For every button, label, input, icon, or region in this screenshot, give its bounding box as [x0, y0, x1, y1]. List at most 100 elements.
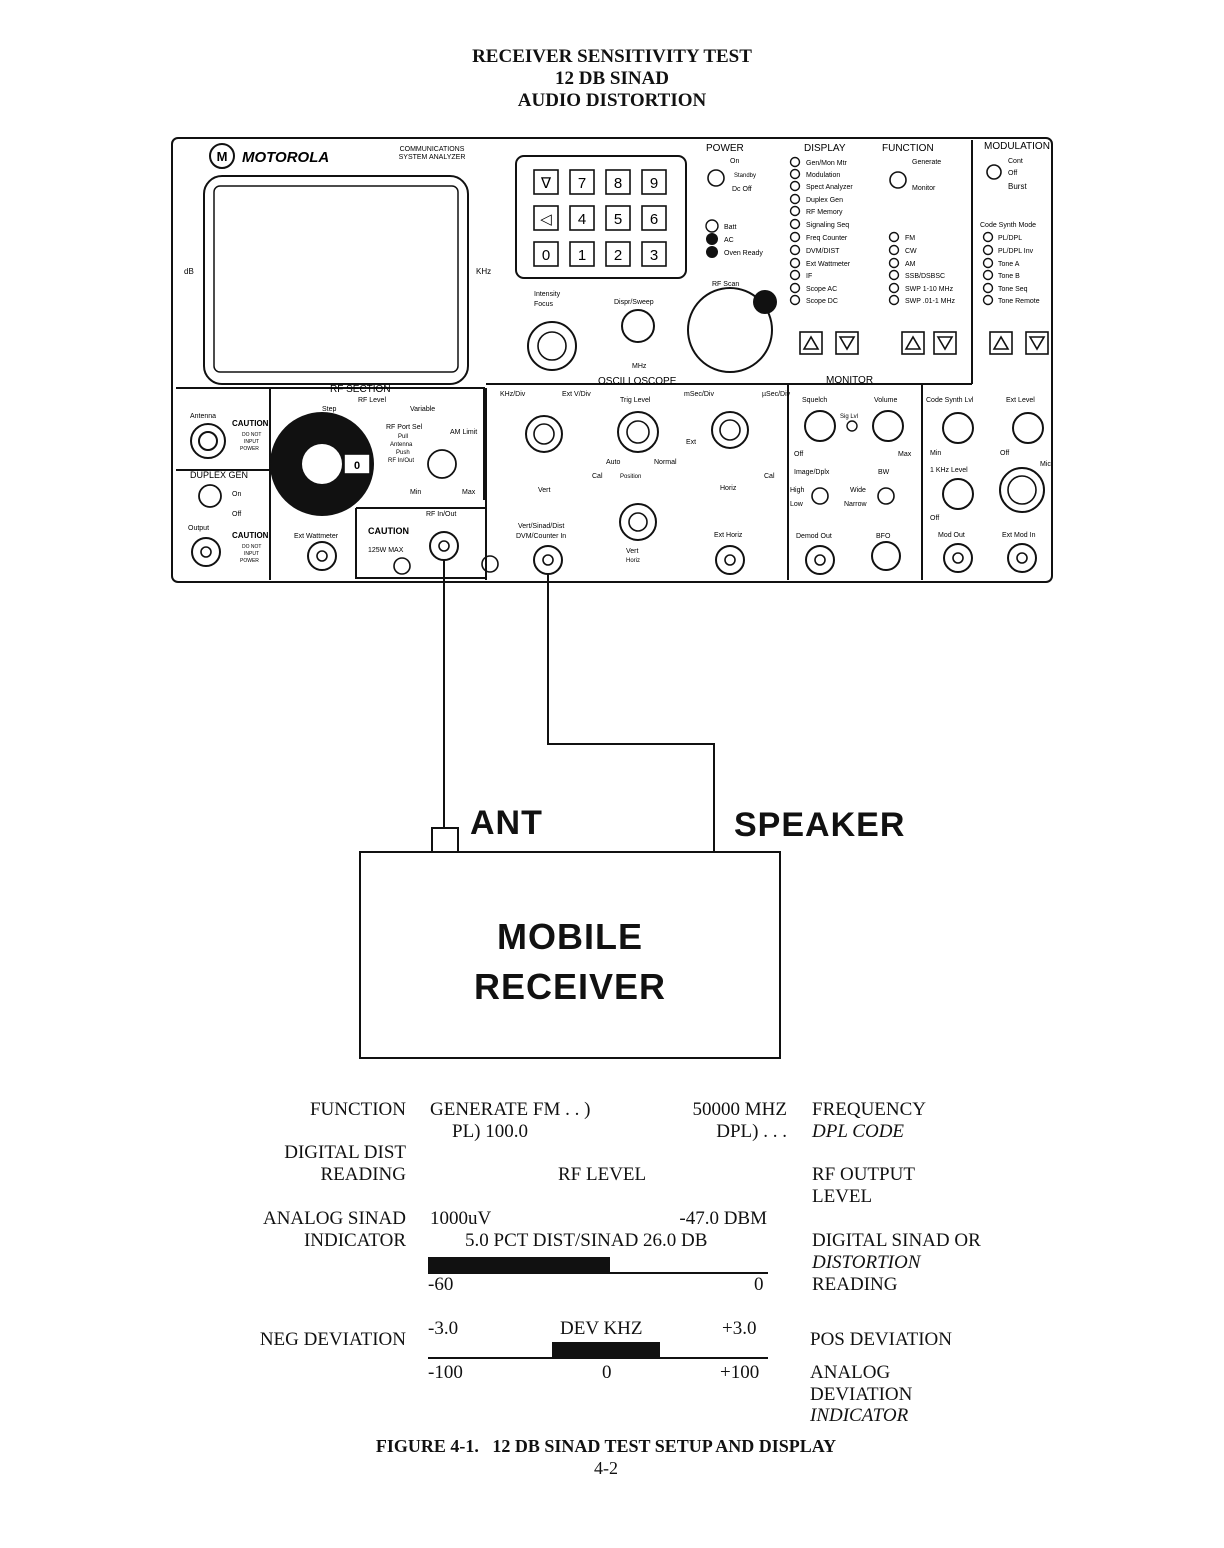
analog-dev-label-3: INDICATOR [810, 1405, 909, 1426]
dev-khz-label: DEV KHZ [560, 1318, 643, 1339]
function-title: FUNCTION [882, 143, 934, 154]
svg-text:Oven Ready: Oven Ready [724, 250, 763, 257]
bw-switch-icon [877, 487, 895, 505]
svg-text:Ext Wattmeter: Ext Wattmeter [294, 533, 339, 540]
svg-text:Standby: Standby [734, 173, 756, 179]
svg-text:INPUT: INPUT [244, 439, 259, 445]
svg-text:RF In/Out: RF In/Out [388, 458, 414, 464]
key-9: 1 [578, 247, 586, 264]
p100-value: +100 [720, 1362, 760, 1383]
product-line-2: SYSTEM ANALYZER [399, 154, 466, 161]
svg-text:Scope DC: Scope DC [806, 298, 838, 305]
generate-value: GENERATE FM . . ) [430, 1099, 591, 1120]
analog-dev-label-1: ANALOG [810, 1362, 891, 1383]
display-title: DISPLAY [804, 143, 846, 154]
duplex-gen-title: DUPLEX GEN [190, 470, 248, 480]
svg-text:INPUT: INPUT [244, 551, 259, 557]
modulation-title: MODULATION [984, 141, 1050, 152]
motorola-logo-icon [209, 143, 235, 169]
power-title: POWER [706, 143, 744, 154]
rf-output-label-2: LEVEL [812, 1186, 873, 1207]
screen-right-label: KHz [476, 267, 491, 276]
svg-text:Dispr/Sweep: Dispr/Sweep [614, 299, 654, 306]
dpl-value: DPL) . . . [716, 1121, 787, 1142]
ant-connector [431, 827, 459, 853]
key-5: 4 [578, 211, 586, 228]
code-synth-lvl-knob [942, 412, 974, 444]
svg-text:On: On [232, 491, 241, 498]
svg-text:Demod Out: Demod Out [796, 533, 832, 540]
ext-wattmeter-connector [307, 541, 337, 571]
vert-knob [525, 415, 563, 453]
key-6: 5 [614, 211, 622, 228]
svg-text:Squelch: Squelch [802, 397, 827, 404]
svg-text:Off: Off [232, 511, 241, 518]
digital-sinad-label-3: READING [812, 1274, 898, 1295]
svg-text:Tone Seq: Tone Seq [998, 286, 1028, 293]
svg-text:Ext V/Div: Ext V/Div [562, 391, 591, 398]
receiver-line-1: MOBILE [497, 916, 643, 957]
svg-text:Cal: Cal [764, 473, 775, 480]
svg-text:Burst: Burst [1008, 182, 1027, 191]
svg-text:Tone Remote: Tone Remote [998, 298, 1040, 305]
svg-text:Tone B: Tone B [998, 273, 1020, 280]
audio-cable [547, 574, 715, 852]
frequency-value: 50000 MHZ [692, 1099, 787, 1120]
svg-text:POWER: POWER [240, 446, 259, 452]
khz-level-knob [942, 478, 974, 510]
key-7: 6 [650, 211, 658, 228]
svg-text:Spect Analyzer: Spect Analyzer [806, 184, 853, 191]
key-3: 9 [650, 175, 658, 192]
dpl-code-label: DPL CODE [812, 1121, 905, 1142]
am-limit-knob [427, 449, 457, 479]
oscilloscope-title: OSCILLOSCOPE [598, 376, 677, 387]
pct-value: 5.0 PCT DIST/SINAD 26.0 DB [465, 1230, 708, 1251]
rf-in-out-connector [429, 531, 459, 561]
key-8: 0 [542, 247, 550, 264]
volume-knob [872, 410, 904, 442]
svg-text:Position: Position [620, 474, 641, 480]
svg-text:Gen/Mon Mtr: Gen/Mon Mtr [806, 160, 848, 167]
bar-indicators [428, 1257, 768, 1359]
horiz-knob [711, 411, 749, 449]
key-1: 7 [578, 175, 586, 192]
analog-sinad-label-1: ANALOG SINAD [262, 1208, 406, 1229]
speaker-label: SPEAKER [734, 806, 906, 844]
page-number: 4-2 [594, 1458, 618, 1478]
svg-text:RF Level: RF Level [358, 397, 386, 404]
digital-dist-label-1: DIGITAL DIST [284, 1142, 406, 1163]
svg-text:Ext Wattmeter: Ext Wattmeter [806, 261, 851, 268]
scale-min: -60 [428, 1274, 454, 1295]
svg-text:0: 0 [354, 460, 360, 472]
title-line-3: AUDIO DISTORTION [517, 90, 707, 111]
svg-text:Mod Out: Mod Out [938, 532, 965, 539]
svg-text:Signaling Seq: Signaling Seq [806, 222, 849, 229]
scale-max: 0 [754, 1274, 764, 1295]
svg-text:DVM/DIST: DVM/DIST [806, 248, 840, 255]
svg-text:Intensity: Intensity [534, 291, 561, 298]
duplex-output-connector [191, 537, 221, 567]
svg-text:SWP 1-10 MHz: SWP 1-10 MHz [905, 286, 954, 293]
key-11: 3 [650, 247, 658, 264]
pos-deviation-label: POS DEVIATION [810, 1329, 952, 1350]
mod-out-connector [943, 543, 973, 573]
key-2: 8 [614, 175, 622, 192]
svg-text:Vert: Vert [538, 487, 551, 494]
pl-value: PL) 100.0 [452, 1121, 528, 1142]
svg-text:Focus: Focus [534, 301, 554, 308]
svg-text:AM Limit: AM Limit [450, 429, 477, 436]
deviation-bar [552, 1342, 660, 1358]
title-line-2: 12 DB SINAD [554, 68, 670, 89]
svg-text:Freq Counter: Freq Counter [806, 235, 848, 242]
figure-caption: FIGURE 4-1. 12 DB SINAD TEST SETUP AND D… [375, 1436, 837, 1456]
svg-text:Vert/Sinad/Dist: Vert/Sinad/Dist [518, 523, 564, 530]
svg-text:Duplex Gen: Duplex Gen [806, 197, 843, 204]
svg-text:Low: Low [790, 501, 804, 508]
svg-text:Cal: Cal [592, 473, 603, 480]
svg-text:RF In/Out: RF In/Out [426, 511, 456, 518]
svg-text:Ext Horiz: Ext Horiz [714, 532, 743, 539]
power-switch-icon [707, 169, 725, 187]
rf-scan-knob [687, 287, 773, 373]
svg-text:Ext Level: Ext Level [1006, 397, 1035, 404]
